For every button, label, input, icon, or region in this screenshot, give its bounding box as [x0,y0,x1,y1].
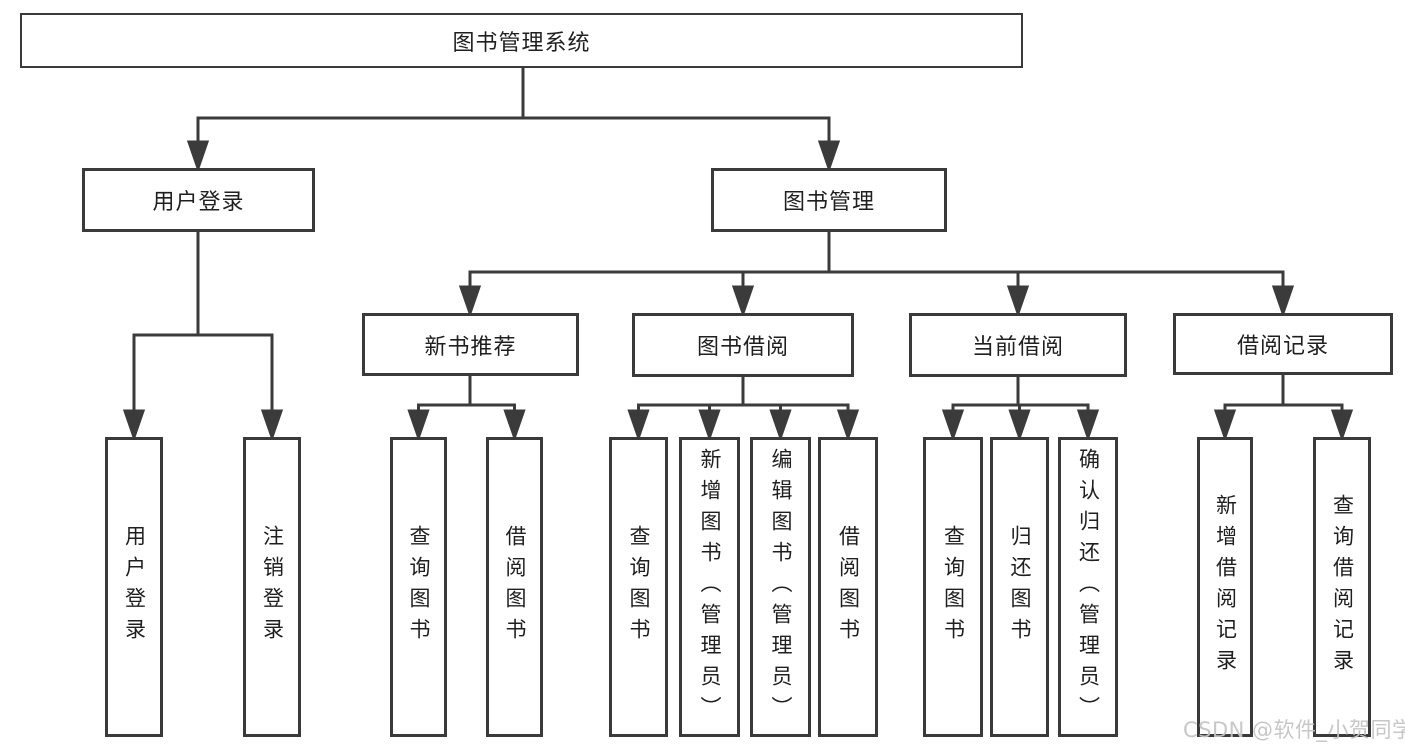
node-current-borrow: 当前借阅 [909,313,1127,377]
node-user-login: 用户登录 [82,168,315,232]
node-label: 注销登录 [260,525,285,649]
node-label: 用户登录 [122,525,147,649]
leaf-borrow-books-recommend: 借阅图书 [486,437,543,737]
leaf-add-books-admin: 新增图书（管理员） [679,437,740,737]
node-label: 图书管理系统 [452,30,591,56]
node-label: 查询借阅记录 [1330,494,1355,680]
node-label: 查询图书 [627,525,651,649]
node-label: 借阅图书 [836,525,861,649]
node-book-management: 图书管理 [711,168,947,232]
node-label: 图书借阅 [696,335,789,360]
node-label: 查询图书 [407,525,431,649]
csdn-watermark: CSDN @软件_小贺同学 [1183,718,1405,742]
leaf-add-borrow-record: 新增借阅记录 [1197,437,1253,737]
node-book-borrow: 图书借阅 [632,313,854,377]
leaf-logout: 注销登录 [243,437,301,737]
node-label: 用户登录 [152,190,245,215]
node-label: 新书推荐 [424,334,517,360]
leaf-query-books-recommend: 查询图书 [390,437,447,737]
leaf-query-borrow-record: 查询借阅记录 [1313,437,1371,737]
leaf-confirm-return-admin: 确认归还（管理员） [1058,437,1118,737]
node-label: 图书管理 [782,190,875,215]
leaf-edit-books-admin: 编辑图书（管理员） [750,437,811,737]
node-label: 借阅记录 [1236,334,1329,359]
node-label: 编辑图书（管理员） [769,447,793,727]
node-label: 确认归还（管理员） [1076,447,1101,727]
node-label: 新增图书（管理员） [698,447,722,727]
node-label: 查询图书 [941,525,966,649]
leaf-user-login: 用户登录 [105,437,163,737]
node-borrow-records: 借阅记录 [1173,313,1393,375]
node-label: 归还图书 [1008,525,1032,649]
node-new-book-recommend: 新书推荐 [362,313,579,376]
leaf-borrow-books: 借阅图书 [818,437,878,737]
leaf-query-books-current: 查询图书 [923,437,983,737]
node-library-system: 图书管理系统 [20,13,1023,68]
node-label: 借阅图书 [503,525,527,649]
node-label: 新增借阅记录 [1213,494,1238,680]
leaf-return-books: 归还图书 [990,437,1049,737]
leaf-query-books-borrow: 查询图书 [609,437,668,737]
node-label: 当前借阅 [971,335,1064,360]
